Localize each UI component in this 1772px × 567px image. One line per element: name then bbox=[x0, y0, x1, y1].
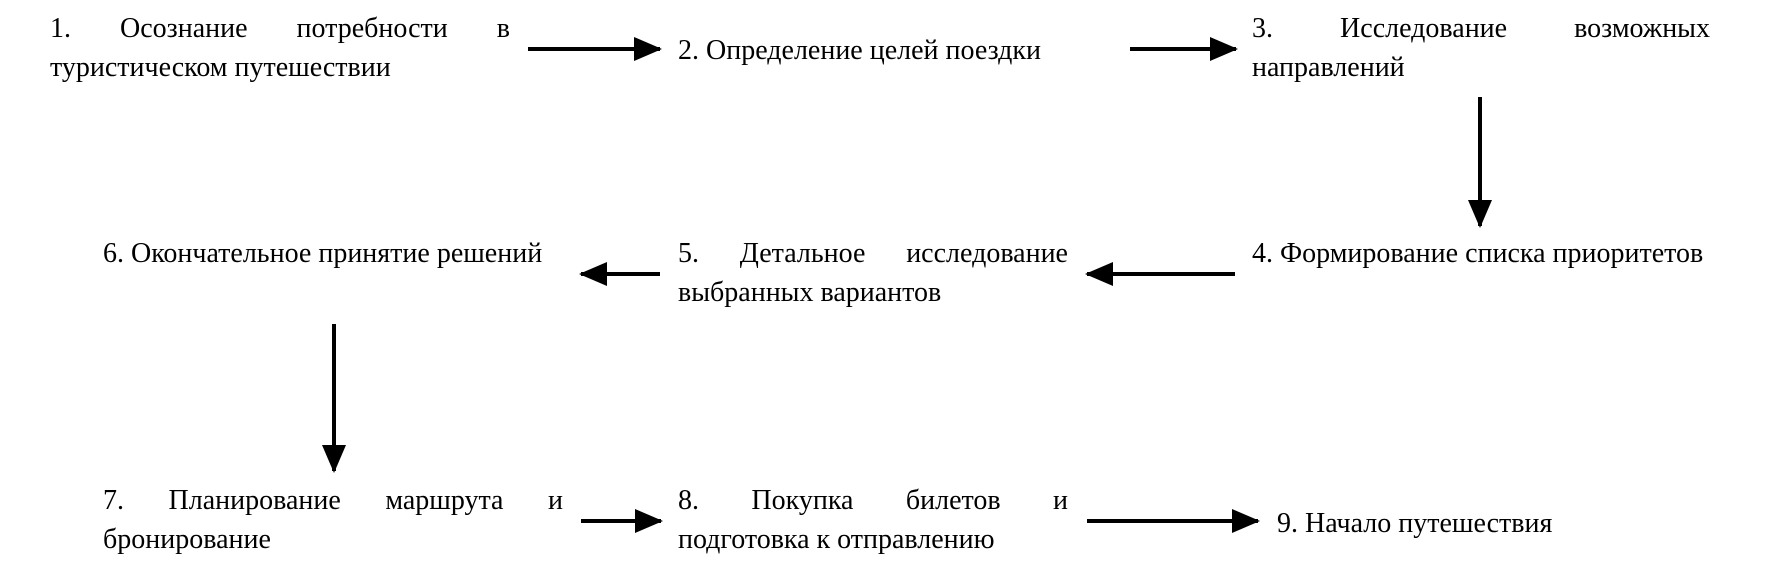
step-8-tickets-preparation: 8. Покупка билетов и подготовка к отправ… bbox=[678, 485, 1068, 555]
step-6-final-decision: 6. Окончательное принятие решений bbox=[103, 238, 543, 269]
step-2-trip-goals: 2. Определение целей поездки bbox=[678, 35, 1042, 66]
step-3-research-destinations: 3. Исследование возможных направлений bbox=[1252, 13, 1710, 83]
step-4-priority-list: 4. Формирование списка приоритетов bbox=[1252, 238, 1704, 269]
step-9-trip-start: 9. Начало путешествия bbox=[1277, 508, 1553, 539]
step-7-route-planning-booking: 7. Планирование маршрута и бронирование bbox=[103, 485, 563, 555]
step-1-awareness: 1. Осознание потребности в туристическом… bbox=[50, 13, 510, 83]
step-5-detailed-research: 5. Детальное исследование выбранных вари… bbox=[678, 238, 1068, 308]
